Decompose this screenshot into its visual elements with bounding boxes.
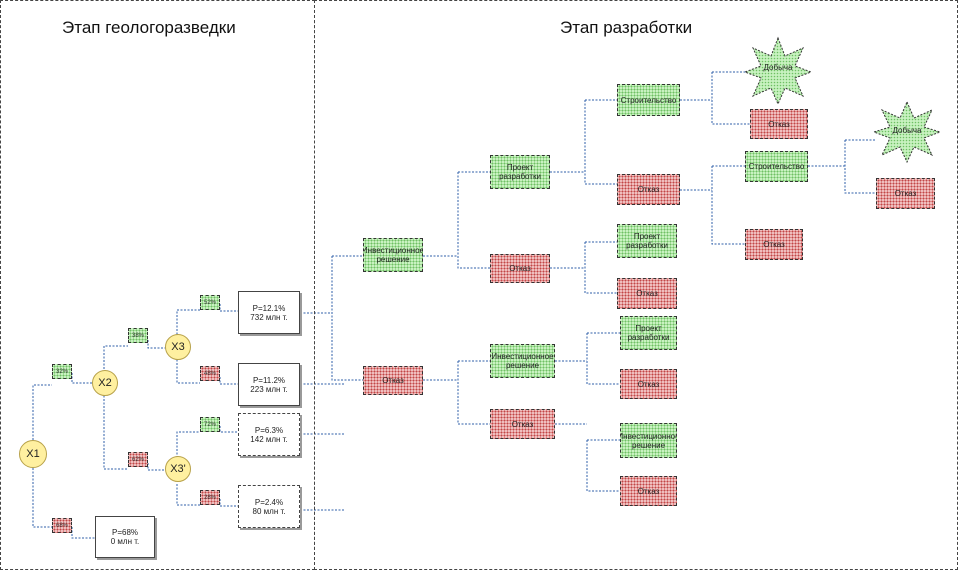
decision-box-construction: Строительство bbox=[617, 84, 680, 116]
decision-box-investment: Инвестиционное решение bbox=[620, 423, 677, 458]
outcome-probability: P=68% bbox=[111, 528, 139, 537]
outcome-probability: P=11.2% bbox=[252, 375, 286, 385]
decision-box-refuse: Отказ bbox=[617, 174, 680, 205]
connector bbox=[103, 345, 128, 376]
decision-box-refuse: Отказ bbox=[745, 229, 803, 260]
outcome-box: P=6.3% 142 млн т. bbox=[238, 413, 300, 456]
production-star-icon bbox=[872, 100, 942, 164]
outcome-box: P=11.2% 223 млн т. bbox=[238, 363, 300, 406]
decision-box-project: Проект разработки bbox=[617, 224, 677, 258]
outcome-probability: P=6.3% bbox=[254, 425, 284, 435]
connector bbox=[176, 356, 200, 384]
probability-tag: 32% bbox=[52, 364, 72, 379]
connector bbox=[219, 304, 238, 312]
probability-tag: 68% bbox=[52, 518, 72, 533]
decision-box-project: Проект разработки bbox=[620, 316, 677, 350]
outcome-volume: 223 млн т. bbox=[250, 384, 288, 394]
outcome-box: P=2.4% 80 млн т. bbox=[238, 485, 300, 528]
connector bbox=[584, 100, 617, 185]
chance-node-x3: X3 bbox=[165, 334, 191, 360]
chance-node-x3-prime: X3' bbox=[165, 456, 191, 482]
production-label: Добыча bbox=[763, 63, 793, 72]
probability-tag: 28% bbox=[200, 490, 220, 505]
connector bbox=[176, 309, 200, 338]
connector bbox=[331, 256, 363, 381]
outcome-volume: 0 млн т. bbox=[110, 537, 140, 546]
connector bbox=[219, 377, 238, 385]
outcome-probability: P=12.1% bbox=[252, 303, 286, 313]
connector bbox=[71, 527, 95, 539]
decision-box-refuse: Отказ bbox=[750, 109, 808, 139]
connector bbox=[32, 384, 52, 440]
connector bbox=[586, 333, 620, 385]
decision-box-project: Проект разработки bbox=[490, 155, 550, 189]
exploration-stage-title: Этап геологоразведки bbox=[62, 18, 236, 37]
connector bbox=[103, 392, 128, 470]
production-label: Добыча bbox=[892, 126, 922, 135]
probability-tag: 38% bbox=[128, 328, 148, 343]
probability-tag: 52% bbox=[200, 295, 220, 310]
outcome-volume: 80 млн т. bbox=[252, 506, 286, 516]
decision-box-refuse: Отказ bbox=[620, 369, 677, 399]
outcome-volume: 142 млн т. bbox=[250, 434, 288, 444]
decision-box-refuse: Отказ bbox=[620, 476, 677, 506]
probability-tag: 48% bbox=[200, 366, 220, 381]
connector bbox=[586, 440, 620, 492]
decision-box-refuse: Отказ bbox=[876, 178, 935, 209]
decision-box-refuse: Отказ bbox=[363, 366, 423, 395]
decision-box-refuse: Отказ bbox=[490, 254, 550, 283]
outcome-volume: 732 млн т. bbox=[250, 312, 288, 322]
decision-box-investment: Инвестиционное решение bbox=[363, 238, 423, 272]
development-stage-title: Этап разработки bbox=[560, 18, 693, 37]
connector bbox=[457, 172, 490, 269]
outcome-box: P=68% 0 млн т. bbox=[95, 516, 155, 558]
connector bbox=[457, 361, 490, 425]
chance-node-x2: X2 bbox=[92, 370, 118, 396]
connector bbox=[584, 242, 617, 294]
connector bbox=[176, 431, 200, 458]
connector bbox=[219, 426, 238, 433]
outcome-box: P=12.1% 732 млн т. bbox=[238, 291, 300, 334]
chance-node-x1: X1 bbox=[19, 440, 47, 468]
connector bbox=[711, 166, 745, 245]
decision-box-investment: Инвестиционное решение bbox=[490, 344, 555, 378]
connector bbox=[711, 72, 750, 125]
outcome-probability: P=2.4% bbox=[254, 497, 284, 507]
decision-box-construction: Строительство bbox=[745, 151, 808, 182]
production-star-icon bbox=[743, 36, 813, 106]
decision-box-refuse: Отказ bbox=[490, 409, 555, 439]
connector bbox=[71, 373, 95, 384]
connector bbox=[32, 468, 52, 528]
connector bbox=[147, 463, 166, 471]
connector bbox=[147, 340, 166, 349]
probability-tag: 72% bbox=[200, 417, 220, 432]
connector bbox=[219, 499, 238, 507]
decision-box-refuse: Отказ bbox=[617, 278, 677, 309]
connector bbox=[176, 484, 200, 506]
probability-tag: 62% bbox=[128, 452, 148, 467]
connector bbox=[844, 140, 876, 194]
